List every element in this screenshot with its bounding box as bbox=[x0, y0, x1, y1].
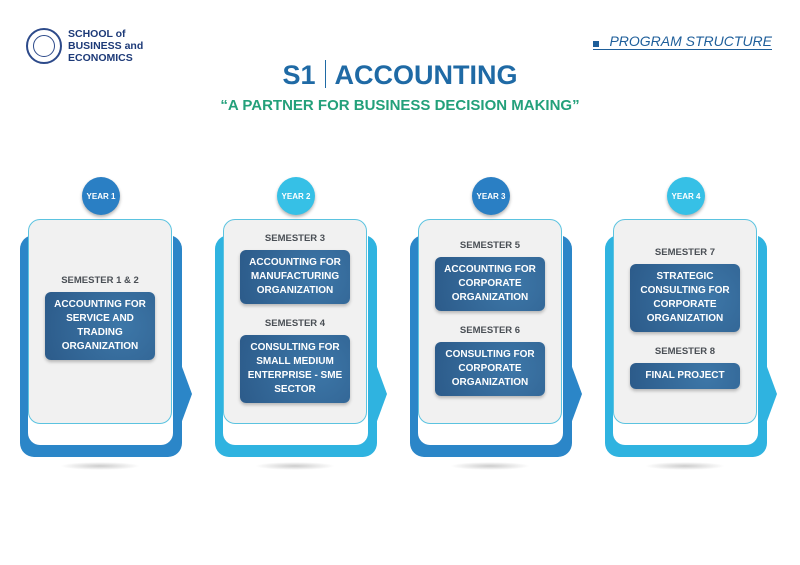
arrow-right-icon bbox=[178, 356, 192, 432]
course-box: FINAL PROJECT bbox=[630, 362, 740, 389]
course-box: ACCOUNTING FOR MANUFACTURING ORGANIZATIO… bbox=[240, 249, 350, 304]
arrow-right-icon bbox=[373, 356, 387, 432]
arrow-right-icon bbox=[568, 356, 582, 432]
course-box: STRATEGIC CONSULTING FOR CORPORATE ORGAN… bbox=[630, 263, 740, 332]
year-column: YEAR 4 SEMESTER 7 STRATEGIC CONSULTING FOR… bbox=[605, 176, 795, 476]
semester-label: SEMESTER 5 bbox=[459, 239, 521, 251]
section-label: PROGRAM STRUCTURE bbox=[593, 33, 772, 50]
semester-label: SEMESTER 8 bbox=[654, 345, 716, 357]
logo-line: BUSINESS and bbox=[68, 40, 144, 52]
arrow-right-icon bbox=[763, 356, 777, 432]
year-badge: YEAR 2 bbox=[277, 177, 315, 215]
course-box: ACCOUNTING FOR SERVICE AND TRADING ORGAN… bbox=[45, 292, 155, 360]
program-code: S1 bbox=[282, 60, 316, 90]
logo-line: SCHOOL of bbox=[68, 28, 126, 40]
year-column: YEAR 2 SEMESTER 3 ACCOUNTING FOR MANUFACTU… bbox=[215, 176, 405, 476]
logo-line: ECONOMICS bbox=[68, 52, 133, 64]
year-column: YEAR 1 SEMESTER 1 & 2 ACCOUNTING FOR SERVI… bbox=[20, 176, 210, 476]
course-box: ACCOUNTING FOR CORPORATE ORGANIZATION bbox=[435, 256, 545, 311]
course-box: CONSULTING FOR CORPORATE ORGANIZATION bbox=[435, 341, 545, 396]
semester-label: SEMESTER 6 bbox=[459, 324, 521, 336]
year-badge: YEAR 1 bbox=[82, 177, 120, 215]
course-box: CONSULTING FOR SMALL MEDIUM ENTERPRISE -… bbox=[240, 334, 350, 403]
program-name: ACCOUNTING bbox=[334, 60, 518, 90]
year-column: YEAR 3 SEMESTER 5 ACCOUNTING FOR CORPORATE… bbox=[410, 176, 600, 476]
university-seal-icon bbox=[26, 28, 62, 64]
semester-label: SEMESTER 3 bbox=[264, 232, 326, 244]
school-logo: SCHOOL of BUSINESS and ECONOMICS bbox=[26, 28, 143, 64]
semester-label: SEMESTER 1 & 2 bbox=[61, 275, 139, 286]
tagline: “A PARTNER FOR BUSINESS DECISION MAKING” bbox=[220, 97, 580, 114]
page-title: S1 ACCOUNTING bbox=[0, 60, 800, 91]
year-badge: YEAR 4 bbox=[667, 177, 705, 215]
semester-label: SEMESTER 4 bbox=[264, 317, 326, 329]
semester-label: SEMESTER 7 bbox=[654, 246, 716, 258]
year-badge: YEAR 3 bbox=[472, 177, 510, 215]
